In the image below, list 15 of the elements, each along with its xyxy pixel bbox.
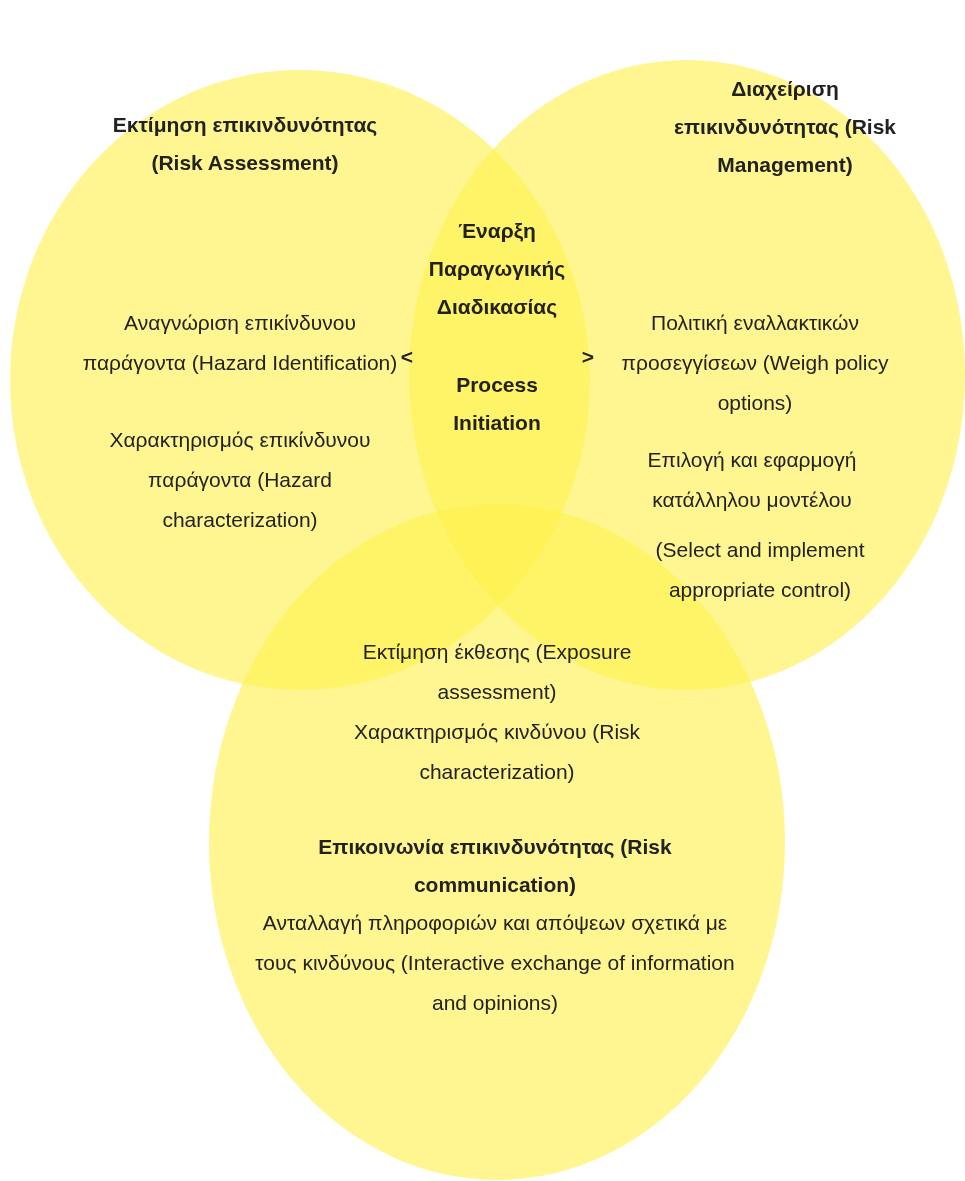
circle-text: Επιλογή και εφαρμογή κατάλληλου μοντέλου [646,447,858,513]
overlap-text: Εκτίμηση έκθεσης (Exposure assessment) [361,639,633,705]
circle-text: Πολιτική εναλλακτικών προσεγγίσεων (Weigh policy options) [620,310,890,416]
circle-text: Ανταλλαγή πληροφοριών και απόψεων σχετικά με τους κινδύνους (Interactive exchange of information and opinions) [254,910,736,1016]
overlap-text: Process Initiation [452,372,542,436]
chevron-sign: > [580,344,596,370]
chevron-sign: < [399,344,415,370]
circle-text: (Select and implement appropriate control) [654,537,866,603]
circle-text: Αναγνώριση επικίνδυνου παράγοντα (Hazard Identification) [81,310,399,376]
overlap-text: Χαρακτηρισμός κινδύνου (Risk characterization) [352,719,642,785]
overlap-text: Έναρξη Παραγωγικής Διαδικασίας [427,218,567,320]
circle-text: Χαρακτηρισμός επικίνδυνου παράγοντα (Hazard characterization) [108,427,372,533]
circle-heading: Διαχείριση επικινδυνότητας (Risk Management) [673,76,897,178]
circle-heading: Επικοινωνία επικινδυνότητας (Risk communication) [317,834,673,898]
circle-heading: Εκτίμηση επικινδυνότητας (Risk Assessment) [111,112,379,176]
